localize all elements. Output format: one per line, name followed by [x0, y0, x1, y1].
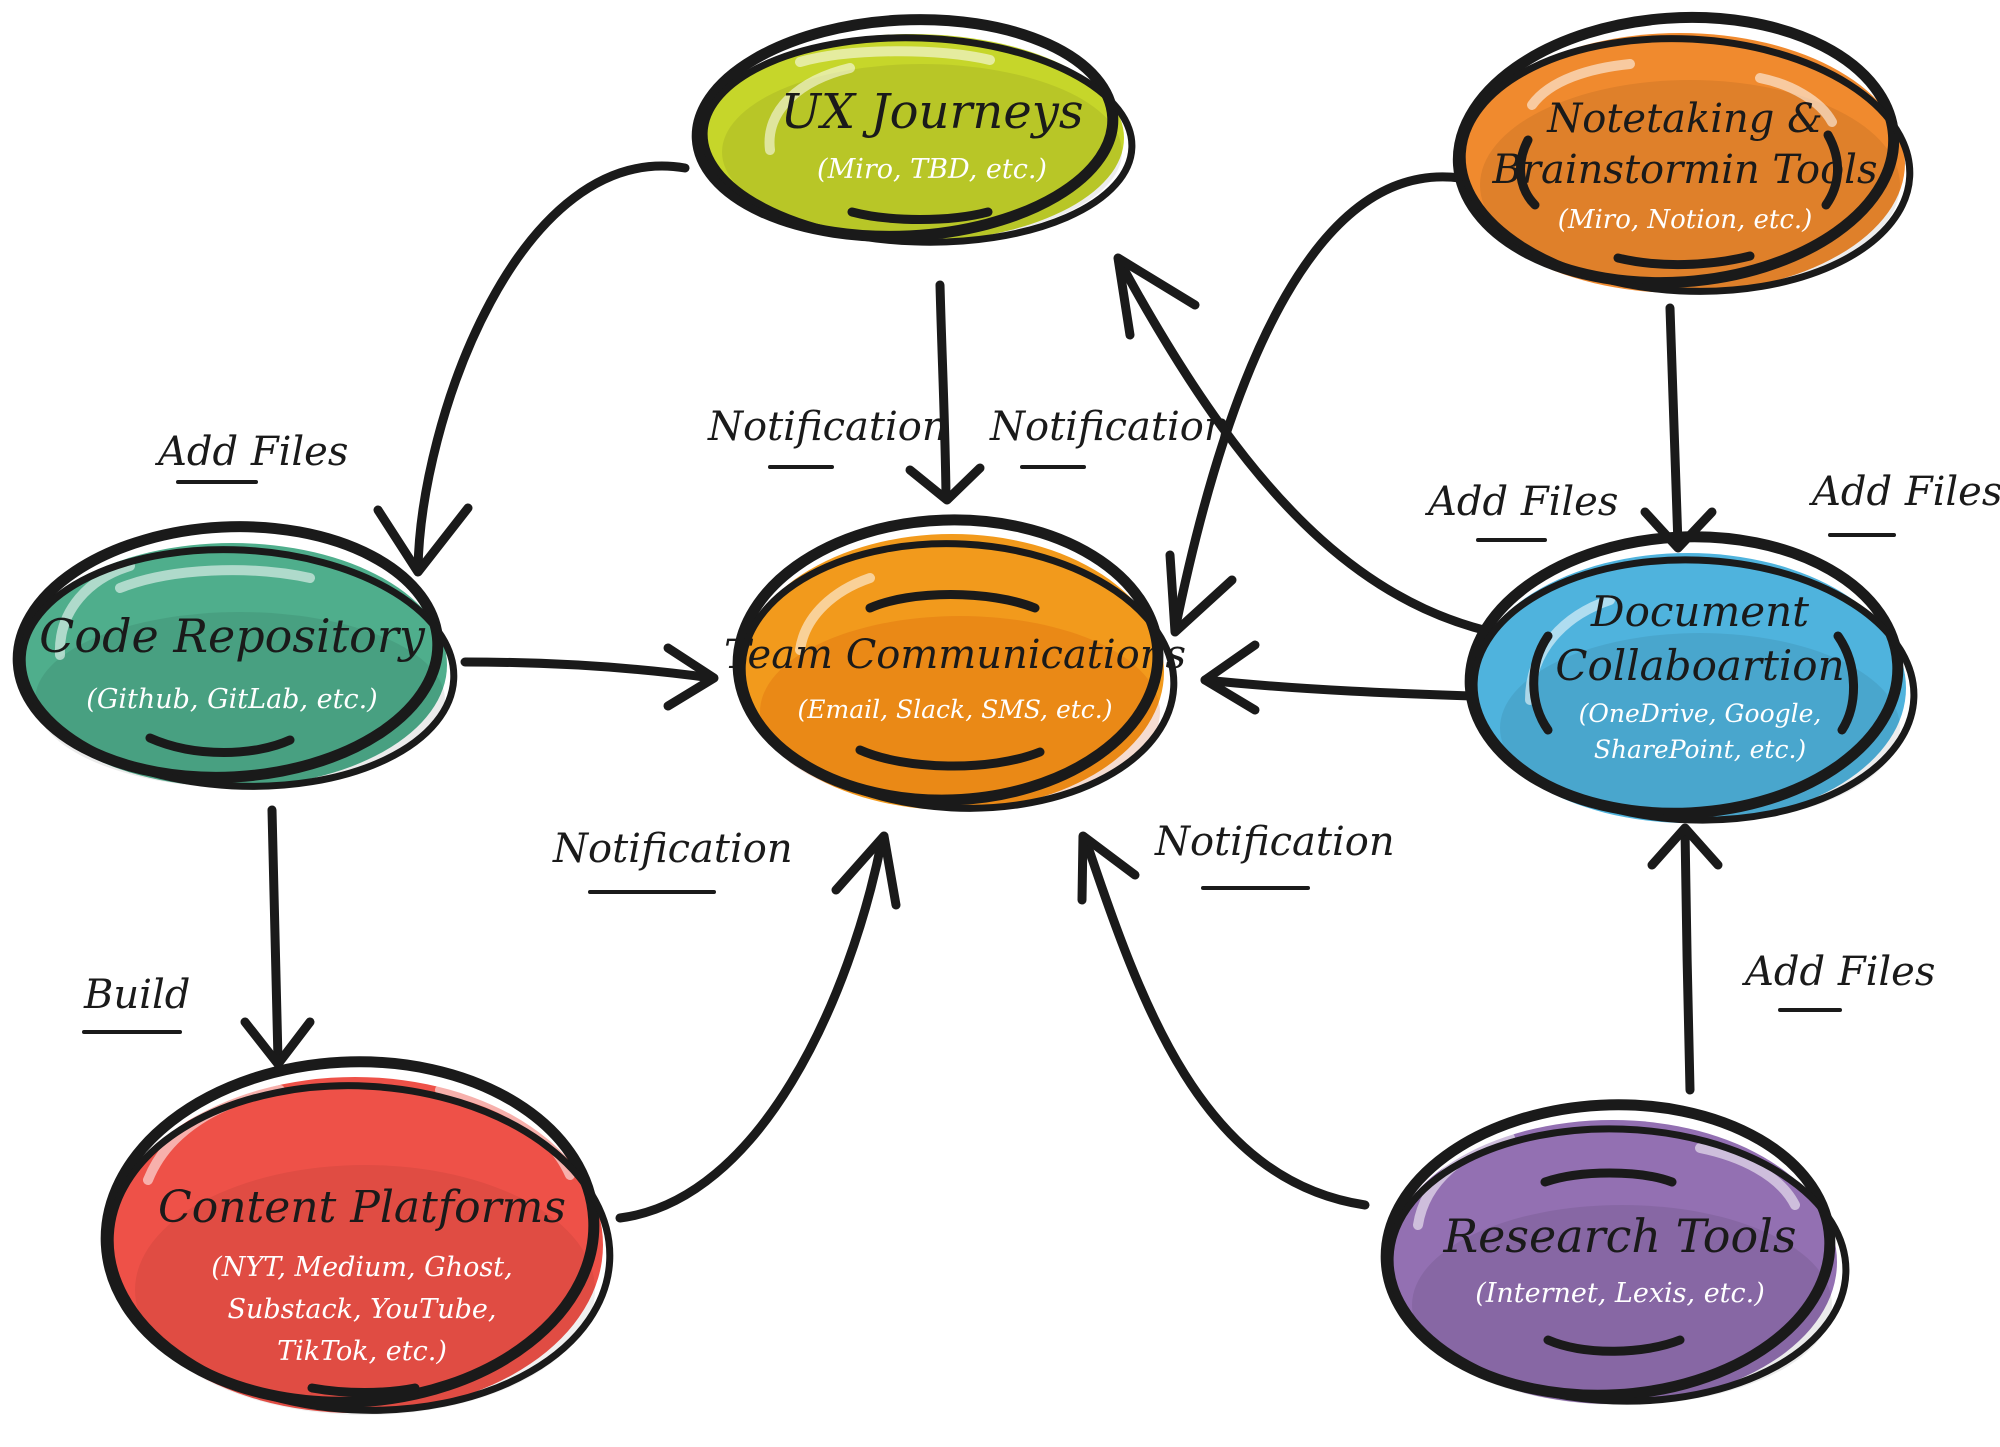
svg-text:Add Files: Add Files	[1424, 479, 1618, 525]
node-title: Content Platforms	[158, 1182, 566, 1233]
edge-label-research-to-team: Notification	[1154, 819, 1395, 890]
edge-label-notes-to-team: Notification	[989, 404, 1230, 469]
node-subtitle-line-1: (OneDrive, Google,	[1579, 699, 1822, 728]
node-subtitle: (Github, GitLab, etc.)	[86, 684, 377, 715]
edge-notes-to-team	[1165, 172, 1465, 637]
node-team-communications: Team Communications (Email, Slack, SMS, …	[724, 514, 1186, 812]
node-notetaking-brainstorming: Notetaking & Brainstormin Tools (Miro, N…	[1452, 11, 1914, 295]
node-title: Code Repository	[39, 609, 426, 663]
edge-notes-to-doc	[1640, 303, 1717, 553]
edge-label-ux-to-code: Add Files	[154, 429, 348, 484]
edge-research-to-team	[1077, 831, 1370, 1210]
edge-label-doc-to-ux: Add Files	[1424, 479, 1618, 542]
node-subtitle-line-3: TikTok, etc.)	[277, 1336, 447, 1367]
node-subtitle: (Miro, Notion, etc.)	[1558, 205, 1813, 235]
node-title-line-1: Notetaking &	[1546, 96, 1822, 142]
edge-label-ux-to-team: Notification	[707, 404, 948, 469]
svg-text:Add Files: Add Files	[1741, 949, 1935, 995]
node-document-collaboration: Document Collaboartion (OneDrive, Google…	[1464, 531, 1918, 824]
edge-code-to-content	[240, 805, 315, 1069]
svg-text:Notification: Notification	[707, 404, 948, 450]
edge-ux-to-code	[373, 161, 690, 577]
node-subtitle-line-2: SharePoint, etc.)	[1594, 735, 1806, 764]
edge-code-to-team	[460, 643, 719, 711]
node-subtitle-line-1: (NYT, Medium, Ghost,	[211, 1252, 512, 1283]
node-title-line-2: Collaboartion	[1555, 641, 1844, 690]
node-code-repository: Code Repository (Github, GitLab, etc.)	[12, 521, 458, 790]
svg-text:Notification: Notification	[989, 404, 1230, 450]
node-title: Research Tools	[1443, 1209, 1797, 1263]
svg-text:Add Files: Add Files	[1808, 469, 2000, 515]
svg-text:Notification: Notification	[552, 826, 793, 872]
node-research-tools: Research Tools (Internet, Lexis, etc.)	[1380, 1099, 1850, 1405]
edge-doc-to-ux	[1113, 253, 1540, 645]
node-content-platforms: Content Platforms (NYT, Medium, Ghost, S…	[100, 1056, 614, 1415]
node-title-line-2: Brainstormin Tools	[1492, 147, 1878, 193]
svg-text:Notification: Notification	[1154, 819, 1395, 865]
svg-text:Add Files: Add Files	[154, 429, 348, 475]
node-ux-journeys: UX Journeys (Miro, TBD, etc.)	[691, 14, 1136, 246]
svg-text:Build: Build	[83, 972, 190, 1018]
edge-ux-to-team	[905, 280, 985, 505]
node-subtitle: (Miro, TBD, etc.)	[817, 154, 1047, 185]
node-title: Team Communications	[724, 632, 1186, 678]
edge-label-notes-to-doc: Add Files	[1808, 469, 2000, 537]
edge-label-content-to-team: Notification	[552, 826, 793, 894]
node-subtitle-line-2: Substack, YouTube,	[228, 1294, 497, 1325]
edge-doc-to-team	[1200, 640, 1515, 715]
edge-labels: Add Files Notification Notification Add …	[82, 404, 2000, 1034]
node-title-line-1: Document	[1590, 587, 1809, 636]
edge-research-to-doc	[1647, 823, 1723, 1095]
node-title: UX Journeys	[781, 84, 1084, 140]
node-subtitle: (Internet, Lexis, etc.)	[1475, 1278, 1765, 1309]
edge-label-code-to-content: Build	[82, 972, 190, 1034]
edge-label-research-to-doc: Add Files	[1741, 949, 1935, 1012]
node-subtitle: (Email, Slack, SMS, etc.)	[798, 695, 1113, 724]
edge-content-to-team	[615, 831, 901, 1223]
